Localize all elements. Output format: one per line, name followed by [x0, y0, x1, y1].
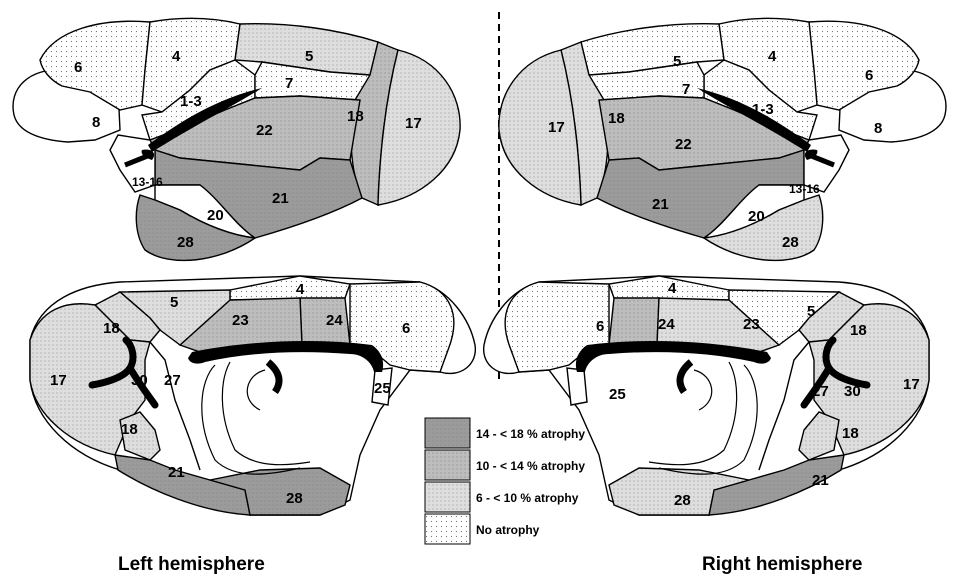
label-left-lat-22: 22 [256, 122, 273, 139]
label-right-lat-4: 4 [768, 48, 777, 65]
label-right-lat-1-3: 1-3 [752, 101, 774, 118]
label-right-med-25: 25 [609, 386, 626, 403]
label-left-med-23: 23 [232, 312, 249, 329]
label-left-med-4: 4 [296, 281, 305, 298]
label-left-lat-28: 28 [177, 234, 194, 251]
label-left-lat-20: 20 [207, 207, 224, 224]
right-lateral-region-5 [581, 24, 724, 75]
label-left-lat-18: 18 [347, 108, 364, 125]
label-left-lat-5: 5 [305, 48, 313, 65]
label-right-med-5: 5 [807, 303, 815, 320]
label-left-lat-4: 4 [172, 48, 181, 65]
label-right-med-21: 21 [812, 472, 829, 489]
label-right-lat-13-16: 13-16 [789, 182, 820, 196]
label-right-lat-6: 6 [865, 67, 873, 84]
legend-swatch-medium [425, 450, 470, 480]
label-left-lat-7: 7 [285, 75, 293, 92]
label-right-med-6: 6 [596, 318, 604, 335]
label-right-med-24: 24 [658, 316, 675, 333]
label-left-lat-8: 8 [92, 114, 100, 131]
label-right-med-23: 23 [743, 316, 760, 333]
label-left-med-30: 30 [131, 372, 148, 389]
right-medial-view [484, 276, 929, 515]
label-right-lat-17: 17 [548, 119, 565, 136]
label-right-lat-5: 5 [673, 53, 681, 70]
title-right-hemisphere: Right hemisphere [702, 554, 862, 575]
legend-swatch-none [425, 514, 470, 544]
label-right-lat-22: 22 [675, 136, 692, 153]
label-left-med-24: 24 [326, 312, 343, 329]
label-right-med-4: 4 [668, 280, 677, 297]
label-right-lat-28: 28 [782, 234, 799, 251]
legend-swatch-dark [425, 418, 470, 448]
label-right-med-17: 17 [903, 376, 920, 393]
title-left-hemisphere: Left hemisphere [118, 554, 265, 575]
left-lateral-view [13, 18, 460, 260]
right-lateral-view [499, 18, 946, 260]
label-left-lat-17: 17 [405, 115, 422, 132]
label-left-med-25: 25 [374, 380, 391, 397]
label-left-lat-21: 21 [272, 190, 289, 207]
label-right-med-18-upper: 18 [850, 322, 867, 339]
label-left-med-21: 21 [168, 464, 185, 481]
label-left-med-18-lower: 18 [121, 421, 138, 438]
label-right-med-30: 30 [844, 383, 861, 400]
label-left-med-18-upper: 18 [103, 320, 120, 337]
label-left-lat-13-16: 13-16 [132, 175, 163, 189]
legend-label-none: No atrophy [476, 523, 540, 537]
label-left-lat-6: 6 [74, 59, 82, 76]
label-left-med-5: 5 [170, 294, 178, 311]
legend-label-light: 6 - < 10 % atrophy [476, 491, 579, 505]
label-right-lat-20: 20 [748, 208, 765, 225]
label-right-lat-7: 7 [682, 81, 690, 98]
legend-label-medium: 10 - < 14 % atrophy [476, 459, 585, 473]
label-left-med-6: 6 [402, 320, 410, 337]
legend-swatch-light [425, 482, 470, 512]
label-right-lat-8: 8 [874, 120, 882, 137]
label-left-med-27: 27 [164, 372, 181, 389]
label-left-lat-1-3: 1-3 [180, 93, 202, 110]
label-right-lat-18: 18 [608, 110, 625, 127]
legend: 14 - < 18 % atrophy 10 - < 14 % atrophy … [425, 418, 585, 544]
label-right-med-18-lower: 18 [842, 425, 859, 442]
label-left-med-28: 28 [286, 490, 303, 507]
right-medial-region-25 [567, 368, 587, 405]
label-right-lat-21: 21 [652, 196, 669, 213]
label-left-med-17: 17 [50, 372, 67, 389]
left-medial-view [30, 276, 475, 515]
label-right-med-28: 28 [674, 492, 691, 509]
legend-label-dark: 14 - < 18 % atrophy [476, 427, 585, 441]
label-right-med-27: 27 [812, 383, 829, 400]
